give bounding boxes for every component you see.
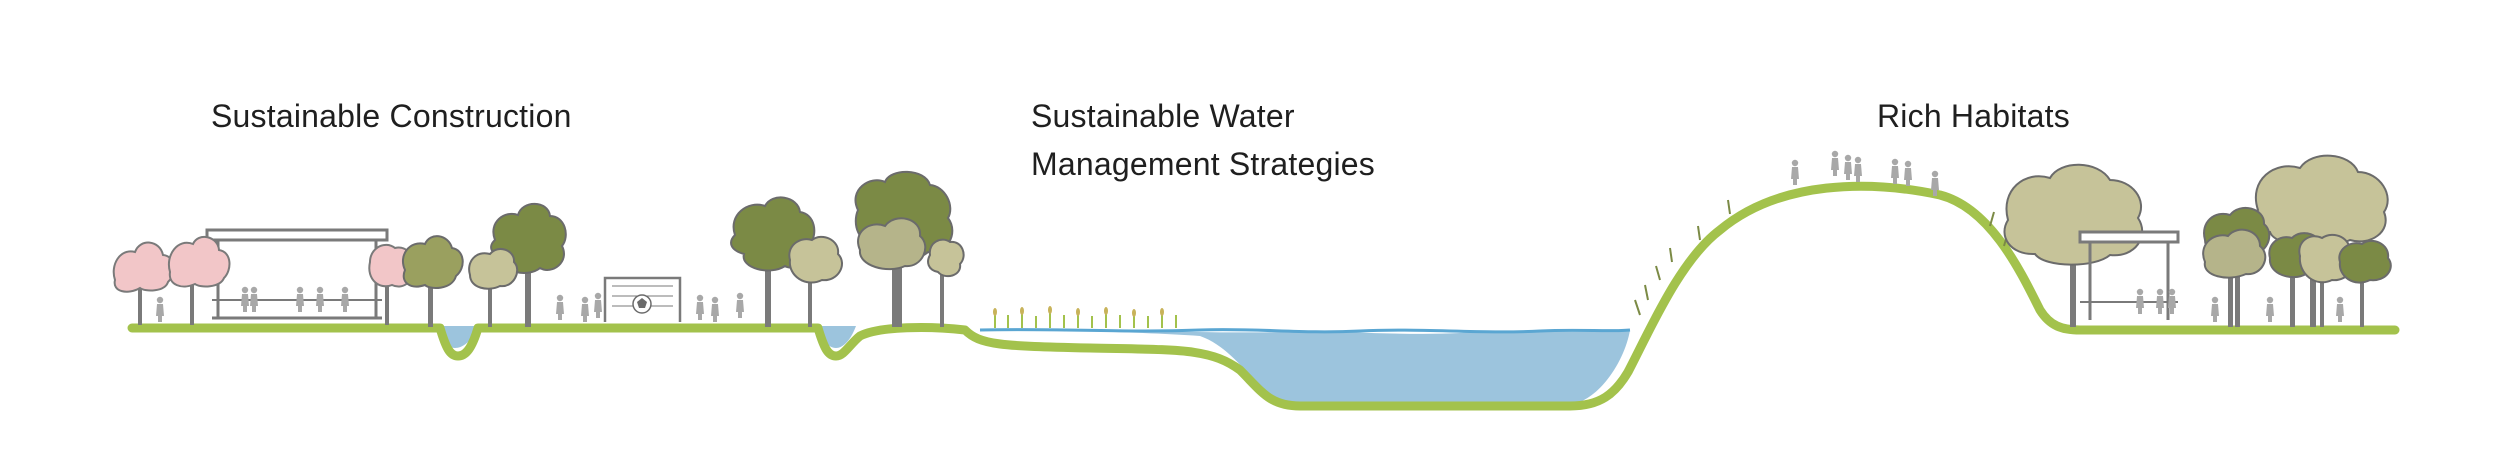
tree-olive-left-1 [402, 235, 464, 327]
pond-water-surface [979, 328, 1631, 334]
tree-light-right-4 [2202, 228, 2267, 327]
label-rich-habitats: Rich Habitats [1877, 98, 2070, 134]
label-sustainable-construction: Sustainable Construction [211, 98, 572, 134]
pink-tree-1 [112, 241, 175, 325]
ground-profile [127, 181, 2400, 411]
wetland-reed-heads [993, 306, 1164, 317]
tree-khaki-mid-2 [788, 235, 843, 327]
tree-khaki-left-3 [468, 247, 519, 327]
tree-khaki-mid-5 [927, 238, 965, 327]
label-sustainable-water: Sustainable Water Management Strategies [1031, 92, 1375, 188]
tree-light-mid-4 [857, 217, 927, 327]
pink-tree-2 [167, 235, 231, 325]
football-goal [603, 276, 682, 322]
label-water-line-1: Sustainable Water [1031, 98, 1295, 134]
tree-olive-right-7 [2338, 239, 2392, 327]
pond-water [980, 329, 1630, 405]
label-water-line-2: Management Strategies [1031, 146, 1375, 182]
tree-khaki-right-2 [2250, 154, 2389, 327]
